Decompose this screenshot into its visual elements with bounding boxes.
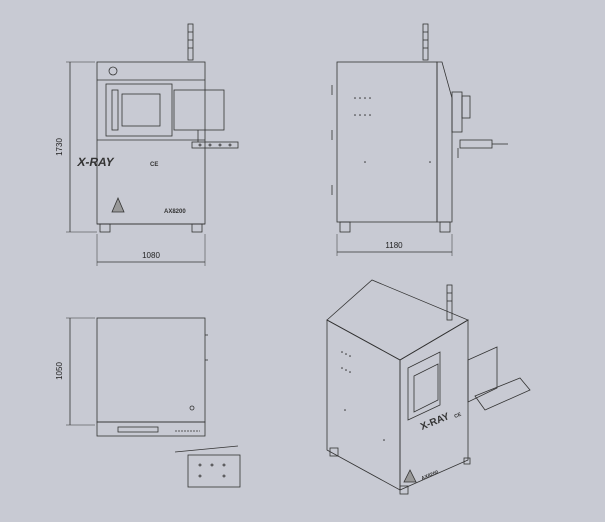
front-view (66, 23, 239, 266)
iso-logo: X-RAY (419, 411, 451, 433)
iso-model-label: AX8200 (421, 469, 440, 481)
top-view (66, 317, 241, 488)
front-model-label: AX8200 (164, 209, 186, 215)
iso-view (326, 279, 531, 495)
top-depth-dim: 1050 (55, 362, 64, 380)
front-ce-mark: CE (150, 162, 158, 168)
side-depth-dim: 1180 (385, 241, 403, 250)
front-logo: X-RAY (76, 155, 115, 169)
front-height-dim: 1730 (55, 138, 64, 156)
iso-ce-mark: CE (454, 411, 463, 419)
side-view (331, 23, 508, 256)
front-width-dim: 1080 (142, 251, 160, 260)
